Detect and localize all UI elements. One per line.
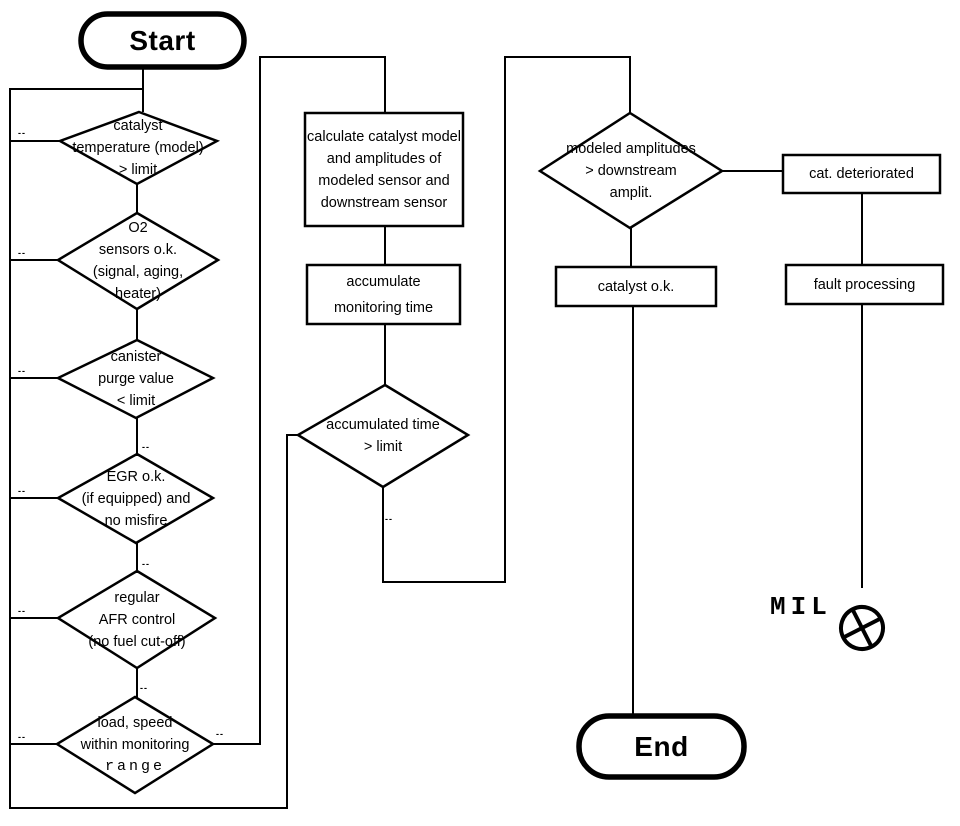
process-catalyst-ok: catalyst o.k. xyxy=(556,267,716,306)
branch-label-afr-control-yes: -- xyxy=(140,683,148,693)
process-cat-deteriorated: cat. deteriorated xyxy=(783,155,940,193)
end-label: End xyxy=(634,730,689,762)
process-accumulate-time: accumulate monitoring time xyxy=(307,265,460,324)
branch-label-egr-no: -- xyxy=(18,486,26,496)
decision-egr-shape xyxy=(55,452,216,545)
process-cat-deteriorated-shape xyxy=(781,153,942,195)
connector-accumulated-time-to-modeled-amplitudes xyxy=(382,56,631,583)
mil-lamp-icon xyxy=(839,605,885,651)
text-line: canister xyxy=(110,349,162,365)
text-line: load, speed xyxy=(97,715,173,731)
branch-label-catalyst-temperature-no: -- xyxy=(18,128,26,138)
text-line: AFR control xyxy=(98,611,176,628)
branch-label-load-speed-no: -- xyxy=(18,732,26,742)
text-line: sensors o.k. xyxy=(98,242,178,258)
text-line: cat. deteriorated xyxy=(809,166,914,182)
decision-modeled-amplitudes: modeled amplitudes > downstream amplit. xyxy=(541,114,721,227)
text-line: (if equipped) and xyxy=(81,491,191,507)
branch-label-o2-sensors-no: -- xyxy=(18,248,26,258)
mil-label: MIL xyxy=(770,592,832,622)
branch-label-afr-control-no: -- xyxy=(18,606,26,616)
decision-egr: EGR o.k. (if equipped) and no misfire xyxy=(46,455,226,543)
start-label: Start xyxy=(129,24,196,56)
decision-modeled-amplitudes-shape xyxy=(537,111,725,230)
end-terminator: End xyxy=(578,715,745,778)
text-line: (signal, aging, xyxy=(92,264,184,280)
decision-afr-control: regular AFR control (no fuel cut-off) xyxy=(47,571,227,668)
process-calculate-model-shape xyxy=(303,111,465,228)
text-line: (no fuel cut-off) xyxy=(88,633,186,650)
text-line: downstream sensor xyxy=(320,194,448,211)
text-line: catalyst o.k. xyxy=(597,278,675,295)
decision-catalyst-temperature-shape xyxy=(57,110,221,186)
end-terminator-shape xyxy=(576,713,747,780)
text-line: > downstream xyxy=(585,162,677,179)
text-line: amplit. xyxy=(609,184,653,201)
process-catalyst-ok-shape xyxy=(554,265,718,308)
text-line: catalyst xyxy=(113,118,163,134)
text-line: purge value xyxy=(98,371,174,387)
branch-label-load-speed-yes: -- xyxy=(216,729,224,739)
start-terminator: Start xyxy=(80,13,245,68)
branch-label-canister-purge-no: -- xyxy=(18,366,26,376)
decision-load-speed: load, speed within monitoring range xyxy=(45,697,225,793)
process-accumulate-time-shape xyxy=(305,263,462,326)
decision-catalyst-temperature: catalyst temperature (model) > limit xyxy=(48,112,228,184)
text-line: accumulated time xyxy=(326,417,440,433)
text-line: no misfire xyxy=(104,513,168,529)
decision-accumulated-time: accumulated time > limit xyxy=(293,386,473,486)
text-line: fault processing xyxy=(813,276,916,293)
connector-loopback-rail xyxy=(9,88,298,809)
decision-load-speed-shape xyxy=(54,695,216,795)
text-line: regular xyxy=(114,589,160,606)
text-line: EGR o.k. xyxy=(106,469,166,485)
process-fault-processing: fault processing xyxy=(786,265,943,304)
text-line: heater) xyxy=(115,286,161,302)
text-line: > limit xyxy=(118,162,158,178)
decision-afr-control-shape xyxy=(55,569,218,670)
text-line: < limit xyxy=(116,393,156,409)
text-line: modeled sensor and xyxy=(318,172,450,189)
decision-o2-sensors: O2 sensors o.k. (signal, aging, heater) xyxy=(48,213,228,309)
connector-d6-to-calculate xyxy=(213,56,386,745)
decision-accumulated-time-shape xyxy=(295,383,471,489)
text-line: monitoring time xyxy=(333,299,434,316)
text-line: within monitoring xyxy=(80,737,190,753)
text-line: > limit xyxy=(363,439,403,455)
text-line: accumulate xyxy=(346,273,421,290)
branch-label-egr-yes: -- xyxy=(142,559,150,569)
text-line: calculate catalyst model xyxy=(307,128,461,145)
text-line: and amplitudes of xyxy=(326,150,442,167)
process-calculate-model: calculate catalyst model and amplitudes … xyxy=(299,113,469,226)
start-terminator-shape xyxy=(78,11,247,70)
text-line: O2 xyxy=(128,220,148,236)
decision-canister-purge-shape xyxy=(55,338,216,420)
decision-canister-purge: canister purge value < limit xyxy=(46,340,226,418)
text-line: range xyxy=(104,758,165,775)
process-fault-processing-shape xyxy=(784,263,945,306)
text-line: temperature (model) xyxy=(72,140,204,156)
branch-label-canister-purge-yes: -- xyxy=(142,442,150,452)
decision-o2-sensors-shape xyxy=(55,211,221,311)
branch-label-accumulated-time-no: -- xyxy=(385,514,393,524)
text-line: modeled amplitudes xyxy=(566,140,696,157)
